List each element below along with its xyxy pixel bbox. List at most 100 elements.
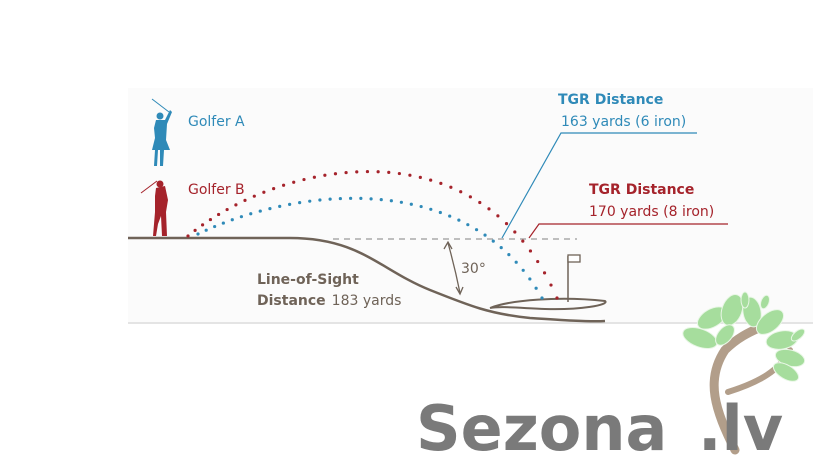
trajectory-dot-blue	[318, 198, 322, 202]
trajectory-dot-blue	[249, 212, 253, 216]
trajectory-dot-blue	[514, 260, 518, 264]
logo-suffix: .lv	[698, 392, 783, 455]
golfer-b-icon	[140, 180, 168, 236]
trajectory-dot-red	[504, 222, 509, 226]
trajectory-dot-red	[208, 217, 213, 222]
sezona-logo: Sezona .lv	[416, 291, 806, 455]
trajectory-dot-red	[397, 171, 401, 176]
trajectory-dot-blue	[534, 286, 538, 290]
logo-text: Sezona	[416, 392, 667, 455]
trajectory-dot-blue	[540, 296, 544, 300]
trajectory-dot-red	[376, 170, 380, 174]
trajectory-dot-red	[439, 181, 443, 186]
trajectory-dot-blue	[419, 204, 423, 209]
trajectory-dot-red	[333, 172, 338, 176]
trajectory-dot-blue	[288, 202, 292, 206]
trajectory-dot-blue	[528, 277, 532, 281]
trajectory-dot-red	[429, 178, 433, 182]
trajectory-dot-red	[272, 186, 276, 191]
trajectory-dot-blue	[338, 196, 342, 201]
trajectory-dot-red	[200, 223, 205, 227]
flag-icon	[567, 254, 581, 263]
trajectory-dot-blue	[379, 198, 383, 202]
trajectory-dot-red	[459, 190, 463, 194]
trajectory-dot-blue	[196, 232, 200, 236]
trajectory-dot-red	[542, 271, 547, 275]
trajectory-dot-red	[521, 239, 525, 243]
trajectory-dot-red	[225, 207, 229, 212]
trajectory-dot-red	[355, 170, 359, 174]
trajectory-dot-blue	[369, 197, 373, 201]
trajectory-dot-blue	[298, 201, 302, 205]
trajectory-dot-red	[487, 207, 491, 211]
trajectory-dot-blue	[474, 228, 479, 232]
trajectory-dot-blue	[466, 223, 470, 227]
golfer-a-label: Golfer A	[188, 114, 245, 130]
trajectory-dot-red	[408, 173, 412, 177]
trajectory-dot-red	[468, 195, 472, 199]
trajectory-dot-blue	[278, 204, 282, 208]
trajectory-dot-red	[252, 194, 256, 198]
blue-callout-leader	[501, 132, 697, 239]
diagram-panel	[128, 88, 813, 323]
trajectory-dot-red	[234, 203, 238, 207]
trajectory-dot-red	[281, 183, 286, 187]
trajectory-dot-blue	[239, 215, 244, 219]
trajectory-dot-red	[365, 169, 370, 174]
line-of-sight-label: Distance	[257, 293, 326, 309]
trajectory-dot-red	[217, 212, 221, 217]
trajectory-dot-red	[418, 175, 422, 179]
golfer-a-icon	[151, 98, 172, 166]
trajectory-dot-red	[536, 259, 540, 264]
ground-line	[128, 236, 606, 323]
trajectory-dot-blue	[507, 253, 511, 257]
trajectory-dot-blue	[499, 246, 503, 250]
trajectory-dot-red	[555, 296, 559, 300]
trajectory-dot-red	[387, 170, 391, 175]
trajectory-dot-blue	[483, 233, 487, 237]
trajectory-dot-red	[496, 214, 500, 218]
trajectory-dot-blue	[491, 239, 495, 243]
trajectory-dot-blue	[308, 199, 312, 203]
blue-callout-detail: 163 yards (6 iron)	[561, 114, 686, 130]
trajectory-dot-red	[513, 230, 517, 234]
trajectory-dot-blue	[359, 196, 363, 201]
trajectory-dot-red	[549, 283, 553, 287]
trajectory-dot-blue	[429, 207, 433, 211]
trajectory-dot-blue	[268, 206, 272, 211]
trajectory-dot-blue	[409, 202, 413, 206]
trajectory-dot-blue	[438, 210, 442, 215]
trajectory-dot-blue	[328, 197, 332, 201]
trajectory-dot-blue	[204, 228, 208, 232]
red-callout-leader	[528, 223, 728, 239]
trajectory-dot-red	[302, 177, 306, 182]
trajectory-dot-red	[478, 200, 482, 205]
line-of-sight-value: 183 yards	[332, 293, 402, 309]
trajectory-dot-blue	[221, 221, 225, 225]
trajectory-dot-red	[186, 234, 190, 238]
line-of-sight-distance: Distance 183 yards	[257, 293, 401, 309]
golfer-b-trajectory	[186, 169, 559, 300]
trajectory-dot-red	[528, 249, 533, 253]
angle-arrow-bottom-icon	[455, 286, 464, 296]
angle-label: 30°	[461, 261, 486, 277]
golfer-a-trajectory	[196, 196, 544, 300]
trajectory-dot-red	[193, 228, 197, 232]
line-of-sight-title: Line-of-Sight	[257, 272, 359, 288]
angle-arc	[447, 242, 461, 294]
blue-callout-title: TGR Distance	[558, 92, 663, 108]
angle-arrow-top-icon	[443, 240, 453, 250]
golfer-b-label: Golfer B	[188, 182, 245, 198]
trajectory-dot-red	[344, 170, 348, 175]
trajectory-dot-blue	[389, 199, 393, 203]
trajectory-dot-blue	[213, 224, 217, 229]
tree-icon	[682, 291, 806, 455]
trajectory-dot-red	[262, 190, 266, 194]
red-callout-title: TGR Distance	[589, 182, 694, 198]
trajectory-dot-blue	[399, 200, 403, 204]
trajectory-dot-red	[312, 175, 316, 179]
trajectory-dot-blue	[457, 218, 461, 222]
trajectory-dot-red	[323, 173, 327, 177]
